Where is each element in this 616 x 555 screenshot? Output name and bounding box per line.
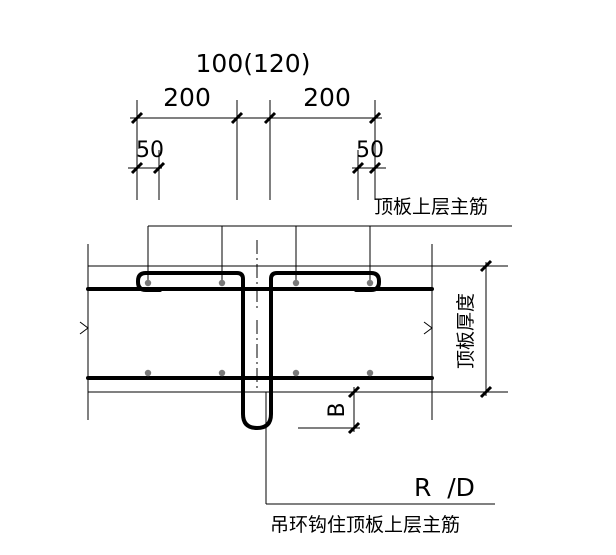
dimension-tick <box>130 111 144 125</box>
left-span-dimension: 200 <box>163 83 211 112</box>
total-width-dimension: 100(120) <box>196 49 311 78</box>
hanging-ring <box>136 271 381 430</box>
dimension-lines <box>128 100 386 200</box>
ring-leader <box>265 392 495 505</box>
bend-radius-label: R /D <box>414 473 475 502</box>
left-hook-dimension: 50 <box>136 138 164 163</box>
dimension-tick <box>130 161 144 175</box>
gap-dimension <box>298 385 361 435</box>
slab-thickness-label: 顶板厚度 <box>455 293 477 369</box>
slab-outline <box>79 244 433 420</box>
top-rebar-label: 顶板上层主筋 <box>374 196 488 218</box>
rebar-dot <box>144 369 152 377</box>
rebar-dot <box>292 369 300 377</box>
break-symbol-left <box>79 321 89 335</box>
dimension-tick <box>152 161 166 175</box>
rebar-dots <box>144 279 374 377</box>
dimension-tick <box>230 111 244 125</box>
gap-label: B <box>325 402 350 417</box>
rebar-dot <box>292 279 300 287</box>
dimension-tick <box>368 161 382 175</box>
slab-thickness-dimension <box>432 259 508 399</box>
right-span-dimension: 200 <box>303 83 351 112</box>
dimension-tick <box>263 111 277 125</box>
break-symbol-right <box>423 321 433 335</box>
rebar-dot <box>218 279 226 287</box>
dimension-tick <box>368 111 382 125</box>
dimension-tick <box>351 161 365 175</box>
hanging-ring-label: 吊环钩住顶板上层主筋 <box>270 514 460 536</box>
rebar-dot <box>366 369 374 377</box>
rebar-dot <box>144 279 152 287</box>
rebar-dot <box>366 279 374 287</box>
right-hook-dimension: 50 <box>356 138 384 163</box>
rebar-dot <box>218 369 226 377</box>
